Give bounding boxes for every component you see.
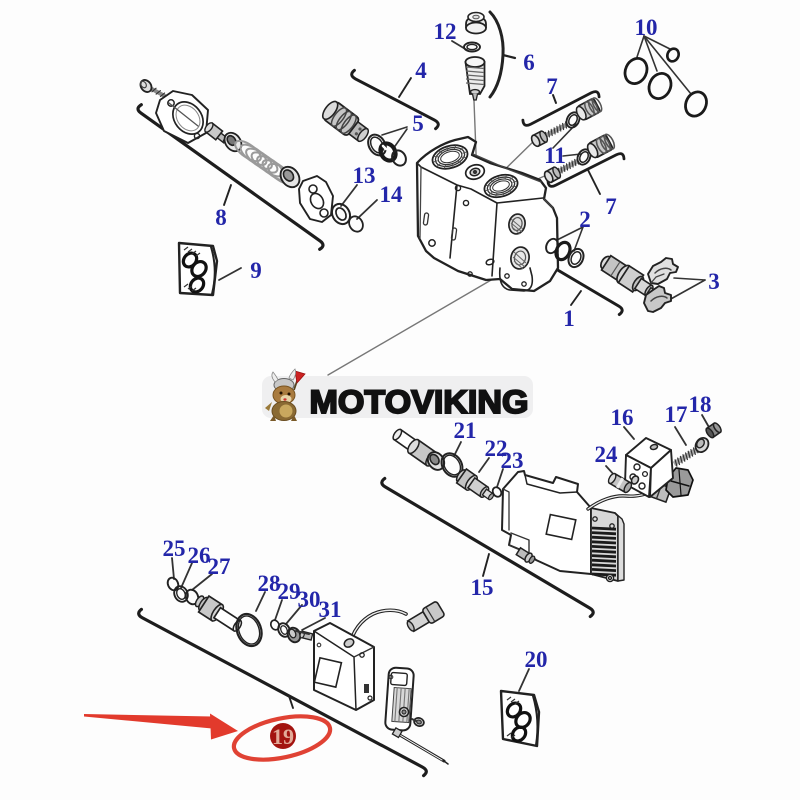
svg-text:23: 23 xyxy=(501,448,524,473)
svg-text:20: 20 xyxy=(525,647,548,672)
svg-text:8: 8 xyxy=(215,205,227,230)
svg-text:13: 13 xyxy=(353,163,376,188)
svg-text:28: 28 xyxy=(258,571,281,596)
svg-text:24: 24 xyxy=(595,442,619,467)
svg-text:25: 25 xyxy=(163,536,186,561)
svg-text:3: 3 xyxy=(708,269,720,294)
svg-text:6: 6 xyxy=(523,50,535,75)
svg-text:MOTOVIKING: MOTOVIKING xyxy=(310,384,529,420)
svg-text:4: 4 xyxy=(415,58,427,83)
svg-text:17: 17 xyxy=(665,402,688,427)
svg-text:1: 1 xyxy=(563,306,575,331)
svg-text:7: 7 xyxy=(605,194,617,219)
svg-text:11: 11 xyxy=(544,143,566,168)
svg-text:2: 2 xyxy=(579,207,591,232)
svg-text:12: 12 xyxy=(434,19,457,44)
svg-text:5: 5 xyxy=(412,111,424,136)
svg-text:18: 18 xyxy=(689,392,712,417)
svg-text:14: 14 xyxy=(380,182,404,207)
svg-text:9: 9 xyxy=(250,258,262,283)
svg-text:22: 22 xyxy=(485,436,508,461)
svg-text:31: 31 xyxy=(319,597,342,622)
svg-text:29: 29 xyxy=(278,579,301,604)
svg-text:15: 15 xyxy=(471,575,494,600)
svg-text:16: 16 xyxy=(611,405,634,430)
svg-text:26: 26 xyxy=(188,543,211,568)
svg-text:27: 27 xyxy=(208,554,231,579)
svg-text:10: 10 xyxy=(635,15,658,40)
svg-text:21: 21 xyxy=(454,418,477,443)
svg-text:30: 30 xyxy=(298,587,321,612)
svg-text:7: 7 xyxy=(546,74,558,99)
svg-text:19: 19 xyxy=(272,724,294,749)
